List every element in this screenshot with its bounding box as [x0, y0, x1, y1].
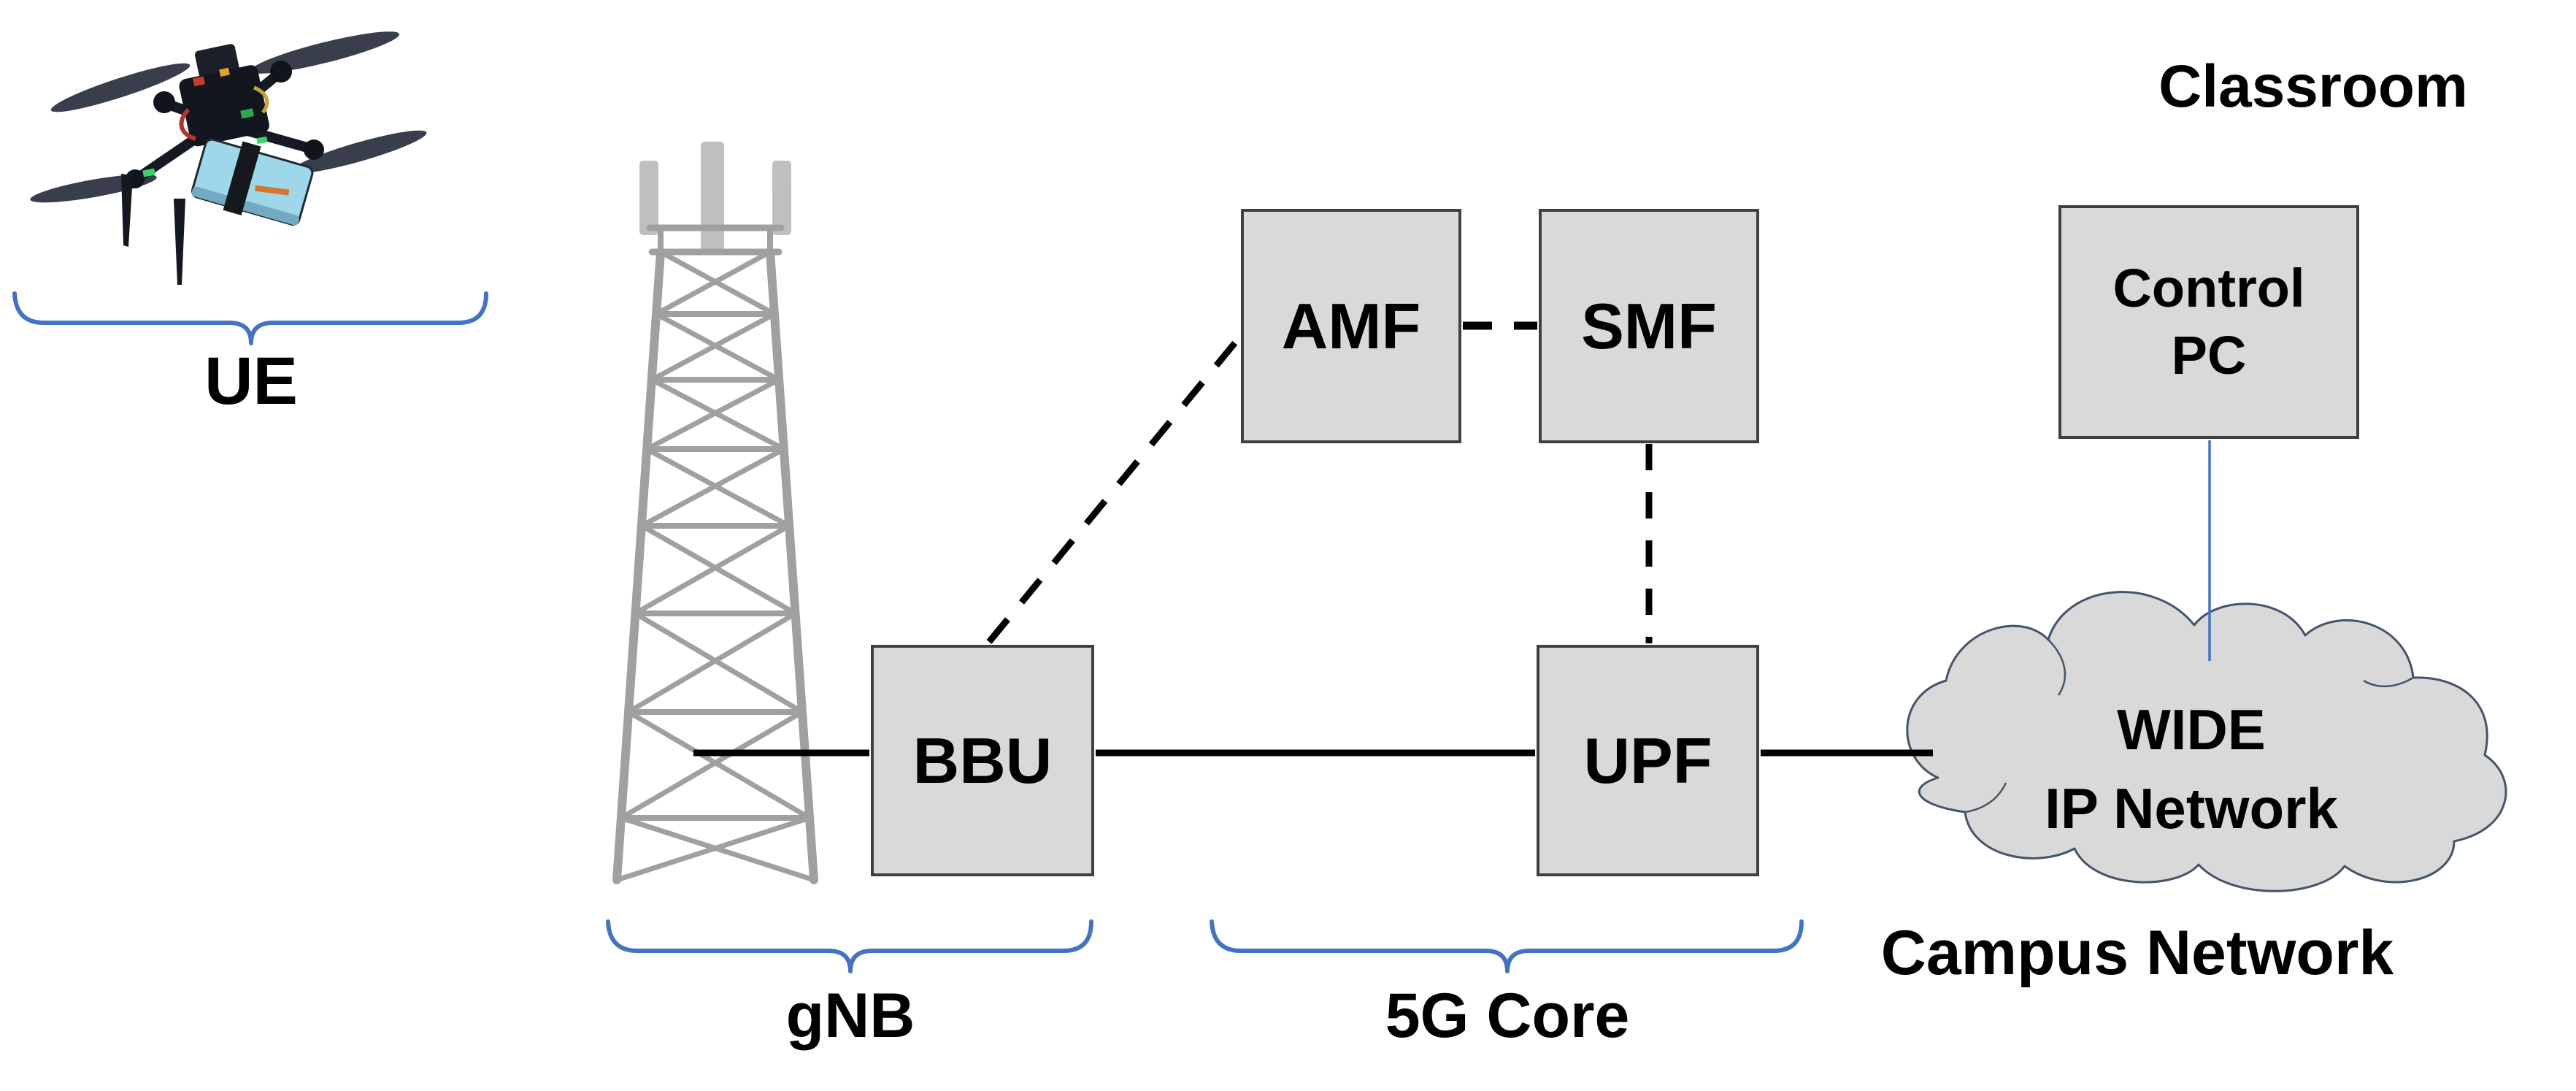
bbu-node: BBU	[871, 645, 1094, 876]
gnb-brace	[606, 919, 1093, 973]
smf-node: SMF	[1539, 209, 1759, 443]
classroom-label: Classroom	[2158, 53, 2468, 120]
ue-brace	[12, 291, 488, 345]
smf-label: SMF	[1581, 289, 1717, 362]
dashed-line-bbu-amf	[986, 335, 1242, 644]
upf-label: UPF	[1583, 724, 1712, 797]
gnb-group-label: gNB	[785, 981, 915, 1051]
cell-tower-icon	[612, 142, 818, 884]
5g-core-group-label: 5G Core	[1385, 981, 1630, 1051]
wide-ip-network-line2: IP Network	[2045, 776, 2338, 841]
amf-node: AMF	[1241, 209, 1461, 443]
control-pc-label-line2: PC	[2171, 325, 2247, 386]
control-pc-node: Control PC	[2058, 205, 2359, 439]
core-brace	[1210, 919, 1804, 973]
wide-ip-network-line1: WIDE	[2117, 697, 2266, 762]
drone-photo	[30, 31, 427, 285]
bbu-label: BBU	[912, 724, 1053, 797]
campus-network-label: Campus Network	[1880, 918, 2394, 988]
ue-group-label: UE	[204, 344, 298, 418]
amf-label: AMF	[1281, 289, 1421, 362]
upf-node: UPF	[1537, 645, 1759, 876]
wide-ip-network-label: WIDE IP Network	[2045, 691, 2338, 848]
control-pc-label-line1: Control	[2112, 257, 2305, 318]
network-cloud-shape	[1906, 591, 2507, 892]
